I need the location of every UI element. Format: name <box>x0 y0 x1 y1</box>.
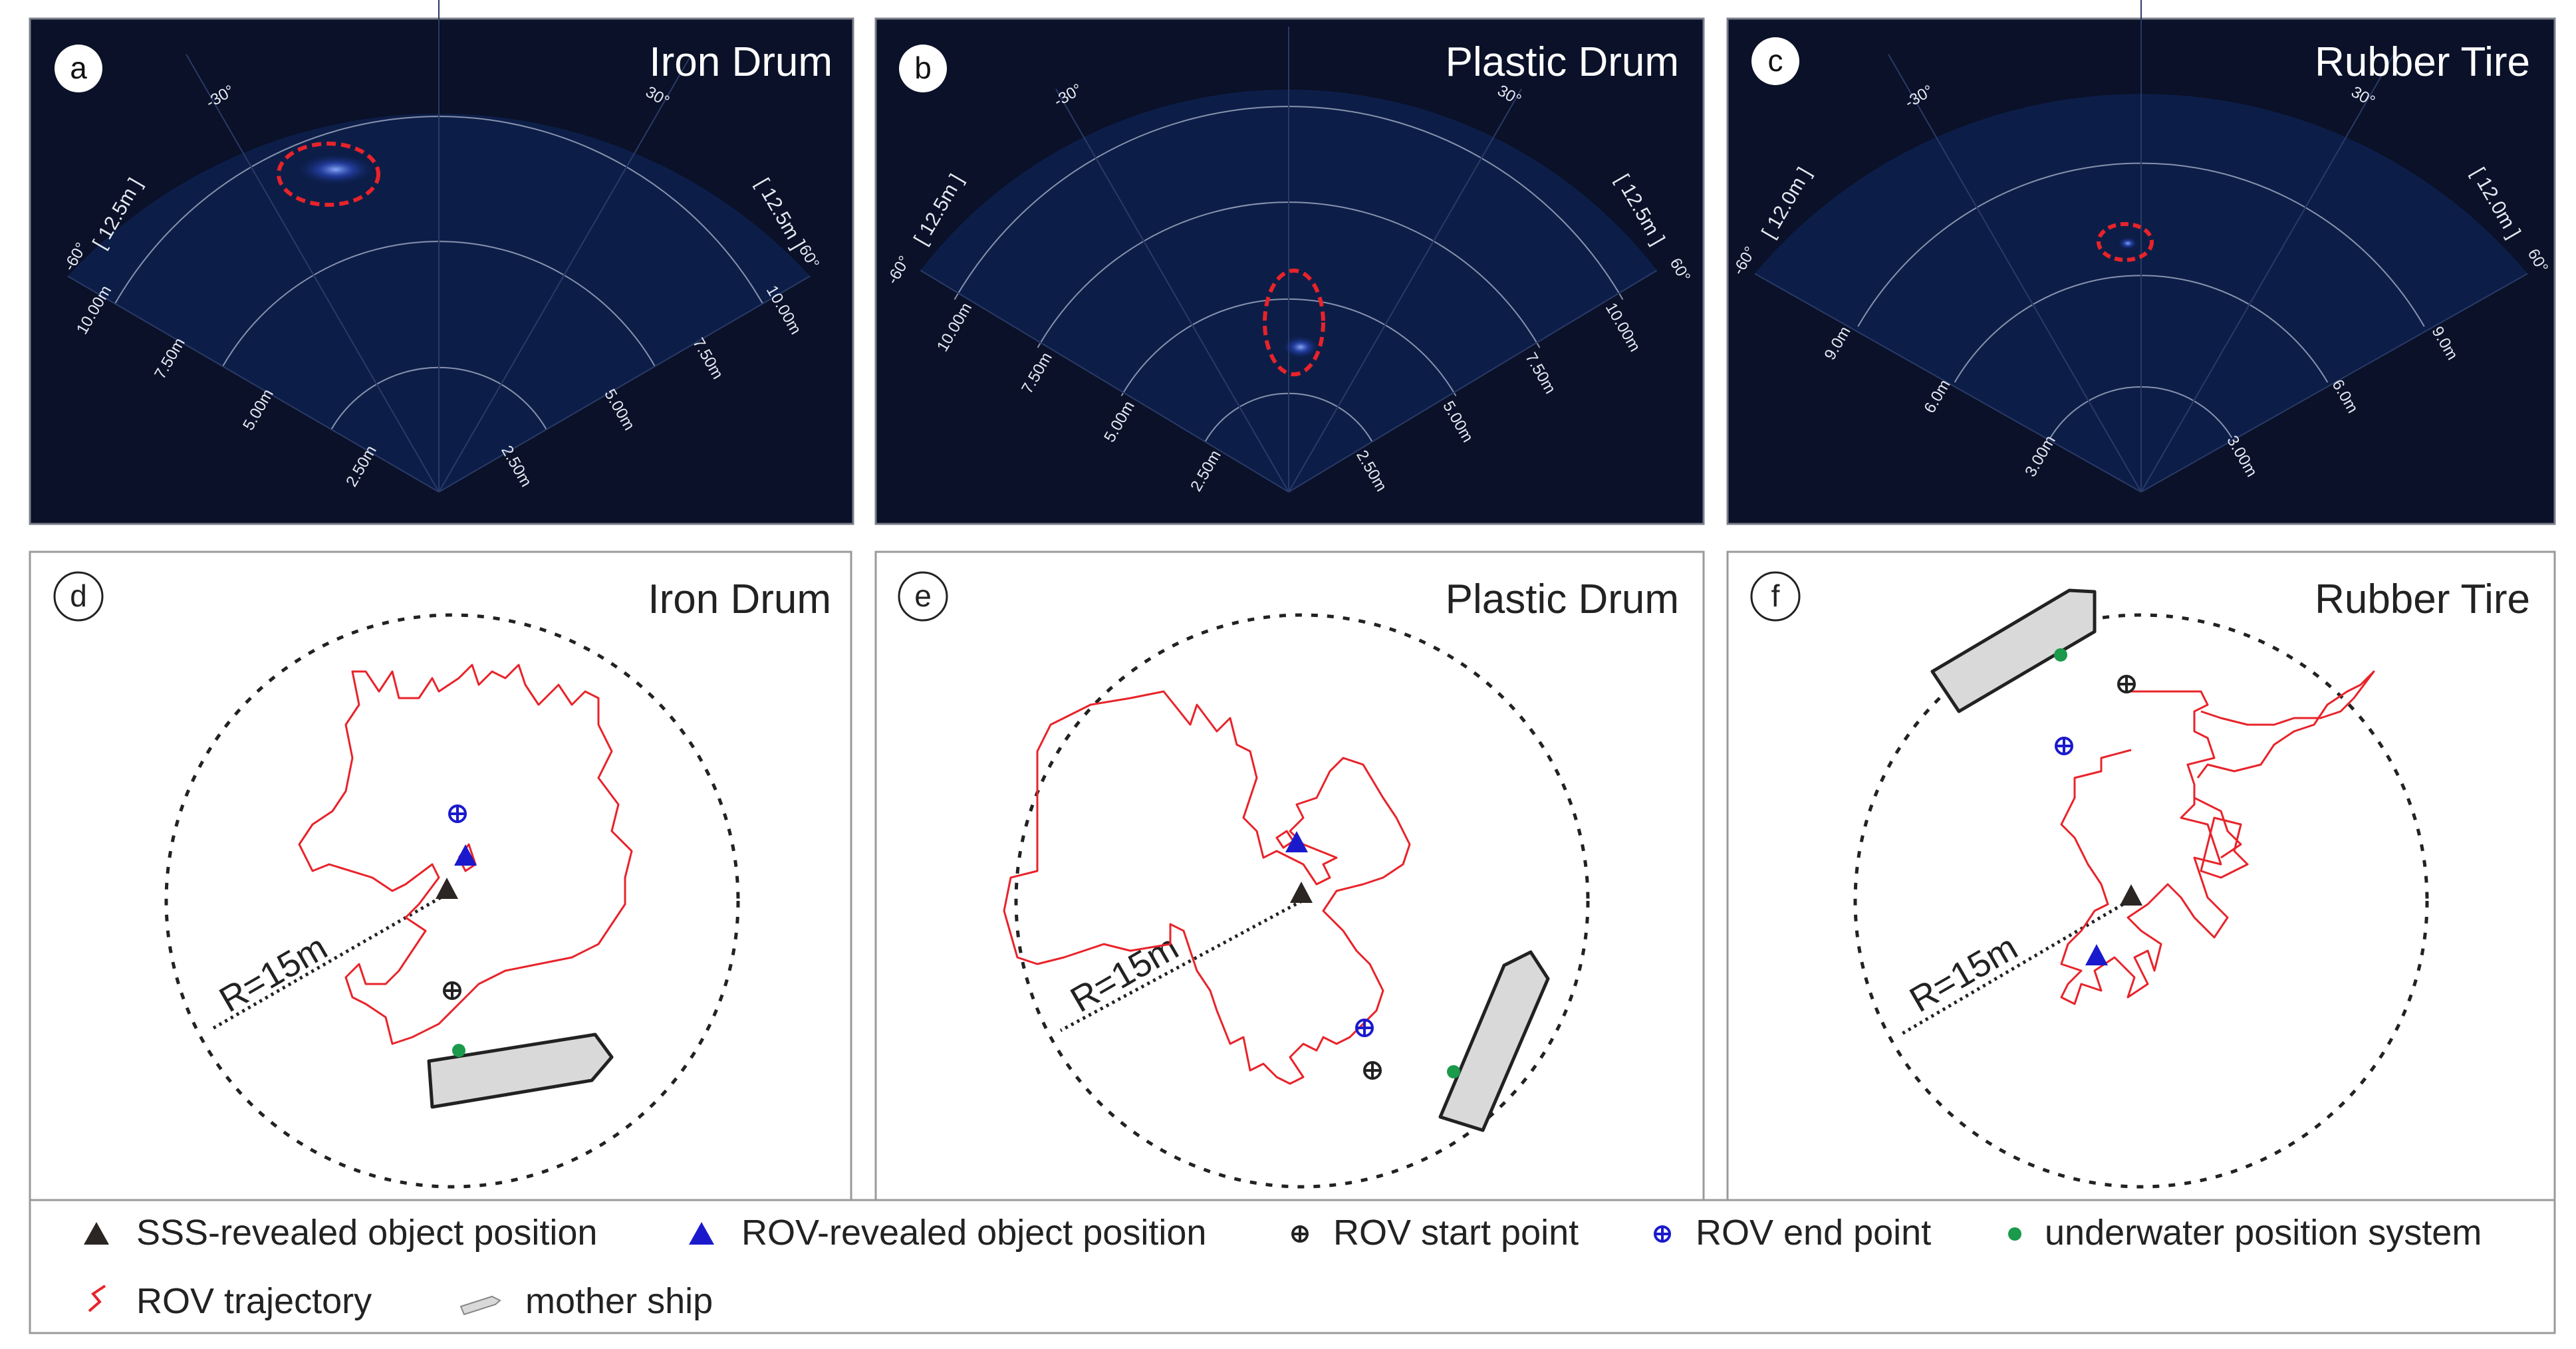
legend-rov-object-marker <box>689 1222 714 1245</box>
beam-edge <box>438 275 811 493</box>
panel-title: Plastic Drum <box>1446 39 1679 85</box>
panel-title: Rubber Tire <box>2315 576 2530 622</box>
legend-rov-object-label: ROV-revealed object position <box>741 1213 1206 1253</box>
map-panel-e: e Plastic Drum R=15m <box>874 551 1705 1201</box>
rov-object-marker <box>1285 831 1308 852</box>
legend-sss-marker <box>84 1222 109 1245</box>
sonar-panel-c: c Rubber Tire -30° 30° -60° 60° [ 12.0m … <box>1726 0 2556 525</box>
panel-letter: a <box>70 51 87 85</box>
beam-edge <box>2140 273 2528 493</box>
beam-edge <box>1754 273 2142 493</box>
panel-letter: f <box>1771 578 1780 613</box>
radius-line <box>1900 896 2136 1036</box>
target-highlight <box>2097 222 2154 262</box>
legend-start-label: ROV start point <box>1333 1213 1579 1253</box>
legend-start-marker <box>1291 1225 1309 1243</box>
legend-ups-label: underwater position system <box>2045 1213 2482 1253</box>
panel-title: Plastic Drum <box>1446 576 1679 622</box>
ups-marker <box>1447 1065 1460 1078</box>
rov-end-marker <box>2055 737 2073 755</box>
legend-ups-marker <box>2008 1227 2021 1241</box>
legend: SSS-revealed object position ROV-reveale… <box>29 1199 2556 1334</box>
panel-frame <box>1726 551 2556 1201</box>
panel-letter-badge <box>1751 37 1799 85</box>
target-echo <box>299 155 372 184</box>
beam-edge <box>920 269 1289 493</box>
survey-circle <box>1014 613 1590 1189</box>
legend-frame <box>29 1199 2556 1334</box>
rov-start-marker <box>2117 675 2136 693</box>
beam-line <box>186 54 440 493</box>
map-panel-f: f Rubber Tire R=15m <box>1726 551 2556 1201</box>
rov-object-marker <box>454 844 477 866</box>
panel-title: Iron Drum <box>648 576 831 622</box>
panel-title: Rubber Tire <box>2315 39 2530 85</box>
ups-marker <box>2054 648 2067 662</box>
panel-letter-badge <box>898 571 948 622</box>
survey-circle <box>1853 613 2429 1189</box>
legend-trajectory-marker <box>88 1285 106 1312</box>
panel-frame <box>874 551 1705 1201</box>
sonar-panel-b: b Plastic Drum -30° 30° -60° 60° [ 12.5m… <box>874 17 1705 525</box>
legend-ship-label: mother ship <box>525 1281 713 1321</box>
panel-letter-badge <box>53 571 104 622</box>
beam-line <box>1288 88 1522 493</box>
sss-marker <box>436 878 458 899</box>
beam-edge <box>1288 269 1658 493</box>
beam-edge <box>67 275 440 493</box>
target-echo <box>1283 336 1318 358</box>
survey-circle <box>164 613 740 1189</box>
panel-letter: b <box>914 51 932 85</box>
radius-line <box>1059 899 1303 1033</box>
beam-line <box>438 54 692 493</box>
panel-letter-badge <box>899 45 947 92</box>
rov-start-marker <box>443 981 461 1000</box>
sss-marker <box>1290 882 1313 903</box>
rov-end-marker <box>1355 1019 1374 1037</box>
legend-ship-marker <box>459 1295 501 1316</box>
mother-ship <box>1930 588 2097 713</box>
legend-end-marker <box>1654 1225 1671 1243</box>
beam-line <box>1888 54 2142 493</box>
map-panel-d: d Iron Drum R=15m <box>29 551 852 1201</box>
ups-marker <box>452 1044 465 1057</box>
rov-object-marker <box>2085 944 2108 965</box>
sss-marker <box>2120 884 2142 906</box>
rov-end-marker <box>448 804 467 823</box>
mother-ship <box>427 1033 614 1109</box>
target-echo <box>2119 237 2137 249</box>
legend-trajectory-label: ROV trajectory <box>136 1281 372 1321</box>
rov-trajectory <box>2060 670 2375 1005</box>
beam-line <box>1055 88 1289 493</box>
panel-letter-badge <box>1750 571 1801 622</box>
mother-ship <box>1438 950 1550 1132</box>
panel-letter: c <box>1768 43 1783 78</box>
rov-start-marker <box>1363 1061 1382 1080</box>
panel-letter-badge <box>55 45 102 92</box>
panel-title: Iron Drum <box>649 39 833 85</box>
beam-line <box>2140 54 2394 493</box>
panel-letter: e <box>914 578 932 613</box>
target-highlight <box>1263 269 1325 376</box>
sonar-panel-a: a Iron Drum -30° 30° -60° 60° [ 12.5m ] … <box>29 0 854 525</box>
legend-end-label: ROV end point <box>1696 1213 1931 1253</box>
legend-sss-label: SSS-revealed object position <box>136 1213 597 1253</box>
panel-letter: d <box>70 578 87 613</box>
target-highlight <box>277 142 380 207</box>
